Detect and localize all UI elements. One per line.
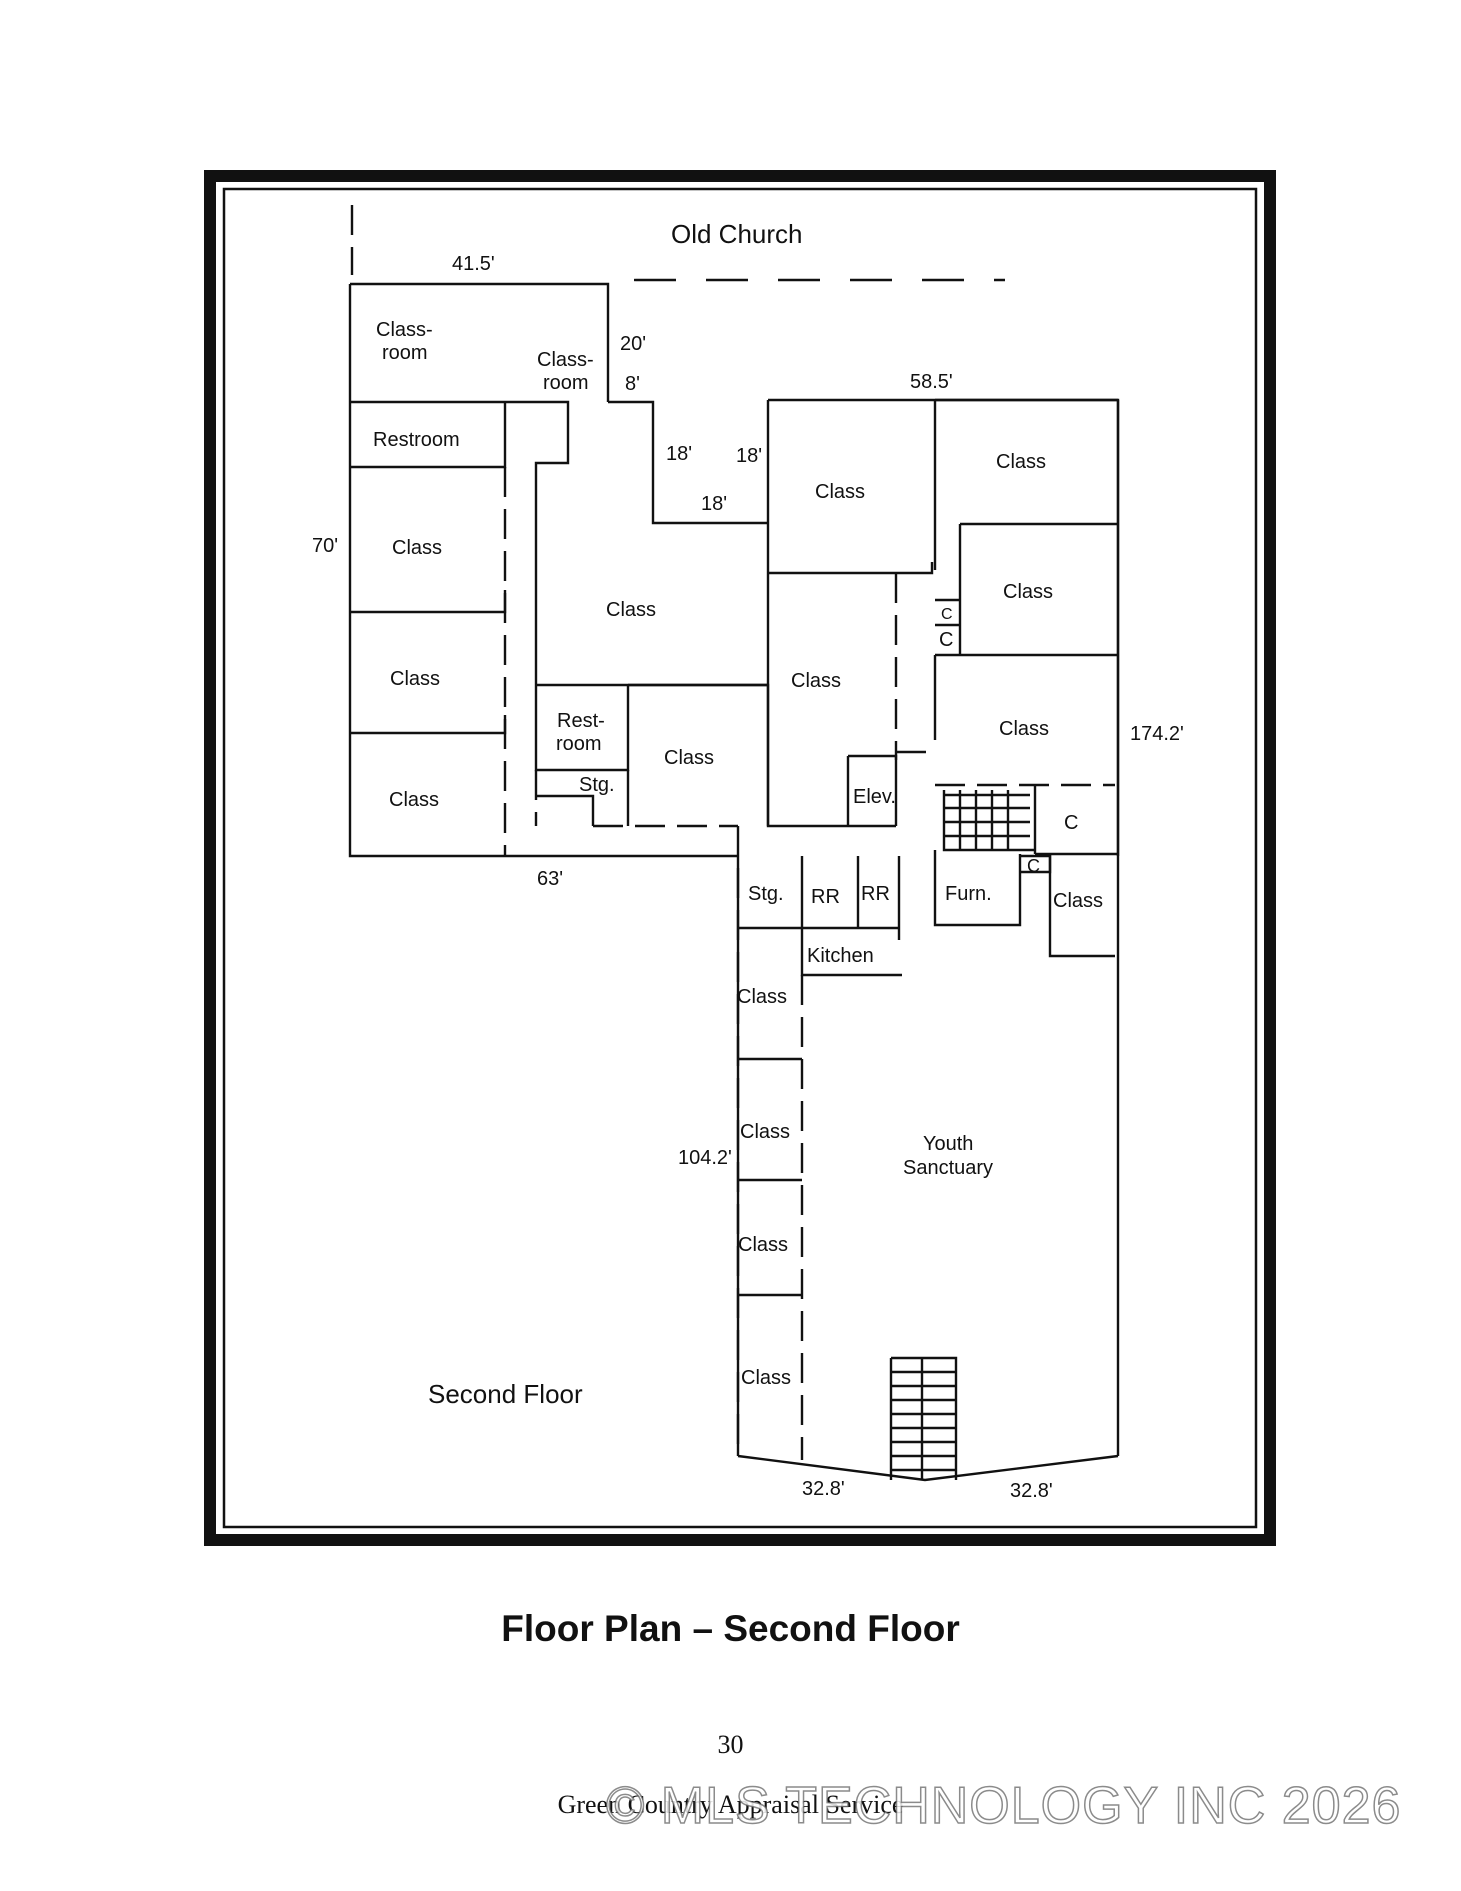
labels: Old Church Second Floor 41.5' 20' 8' 58.… [312, 219, 1184, 1502]
dim-174-2: 174.2' [1130, 723, 1184, 745]
room-restroom: Restroom [373, 429, 460, 451]
room-classroom-1-line1: Class- [376, 319, 433, 341]
room-class-e1: Class [996, 451, 1046, 473]
room-class-w3: Class [389, 789, 439, 811]
room-class-c2: Class [791, 670, 841, 692]
dim-104-2: 104.2' [678, 1147, 732, 1169]
room-class-s3: Class [738, 1234, 788, 1256]
room-rr-1: RR [811, 886, 840, 908]
room-rr-2: RR [861, 883, 890, 905]
room-closet-2: C [939, 629, 953, 651]
dim-58-5: 58.5' [910, 371, 953, 393]
room-youth-line1: Youth [923, 1133, 973, 1155]
room-storage-2: Stg. [748, 883, 784, 905]
frame-outer [204, 170, 1276, 1546]
dim-18-a: 18' [666, 443, 692, 465]
room-class-c1: Class [815, 481, 865, 503]
room-class-e4: Class [1053, 890, 1103, 912]
room-classroom-2-line2: room [543, 372, 589, 394]
room-class-center: Class [606, 599, 656, 621]
room-class-s2: Class [740, 1121, 790, 1143]
floor-label: Second Floor [428, 1379, 583, 1409]
dim-18-c: 18' [701, 493, 727, 515]
room-kitchen: Kitchen [807, 945, 874, 967]
room-furnace: Furn. [945, 883, 992, 905]
copyright-watermark: © MLS TECHNOLOGY INC 2026 [605, 1776, 1402, 1836]
footer-company-name: Green Country Appraisal Service [557, 1790, 904, 1819]
room-class-s4: Class [741, 1367, 791, 1389]
room-class-e2: Class [1003, 581, 1053, 603]
page-number: 30 [717, 1730, 744, 1759]
room-class-s1: Class [737, 986, 787, 1008]
dim-32-8-a: 32.8' [802, 1478, 845, 1500]
dim-41-5: 41.5' [452, 253, 495, 275]
walls [348, 205, 1120, 1482]
dim-8: 8' [625, 373, 640, 395]
room-youth-line2: Sanctuary [903, 1157, 993, 1179]
room-closet-4: C [1027, 856, 1040, 876]
dim-63: 63' [537, 868, 563, 890]
frame-inner [222, 187, 1258, 1529]
room-elevator: Elev. [853, 786, 896, 808]
room-storage-1: Stg. [579, 774, 615, 796]
dim-70: 70' [312, 535, 338, 557]
figure-caption: Floor Plan – Second Floor [501, 1608, 960, 1649]
dim-18-b: 18' [736, 445, 762, 467]
room-restroom-small-line2: room [556, 733, 602, 755]
room-class-center-lower: Class [664, 747, 714, 769]
dim-32-8-b: 32.8' [1010, 1480, 1053, 1502]
room-class-w2: Class [390, 668, 440, 690]
room-closet-1: C [941, 606, 953, 623]
old-church-label: Old Church [671, 219, 803, 249]
room-restroom-small-line1: Rest- [557, 710, 605, 732]
dim-20: 20' [620, 333, 646, 355]
room-class-w1: Class [392, 537, 442, 559]
room-classroom-1-line2: room [382, 342, 428, 364]
room-class-e3: Class [999, 718, 1049, 740]
room-closet-3: C [1064, 812, 1078, 834]
room-classroom-2-line1: Class- [537, 349, 594, 371]
